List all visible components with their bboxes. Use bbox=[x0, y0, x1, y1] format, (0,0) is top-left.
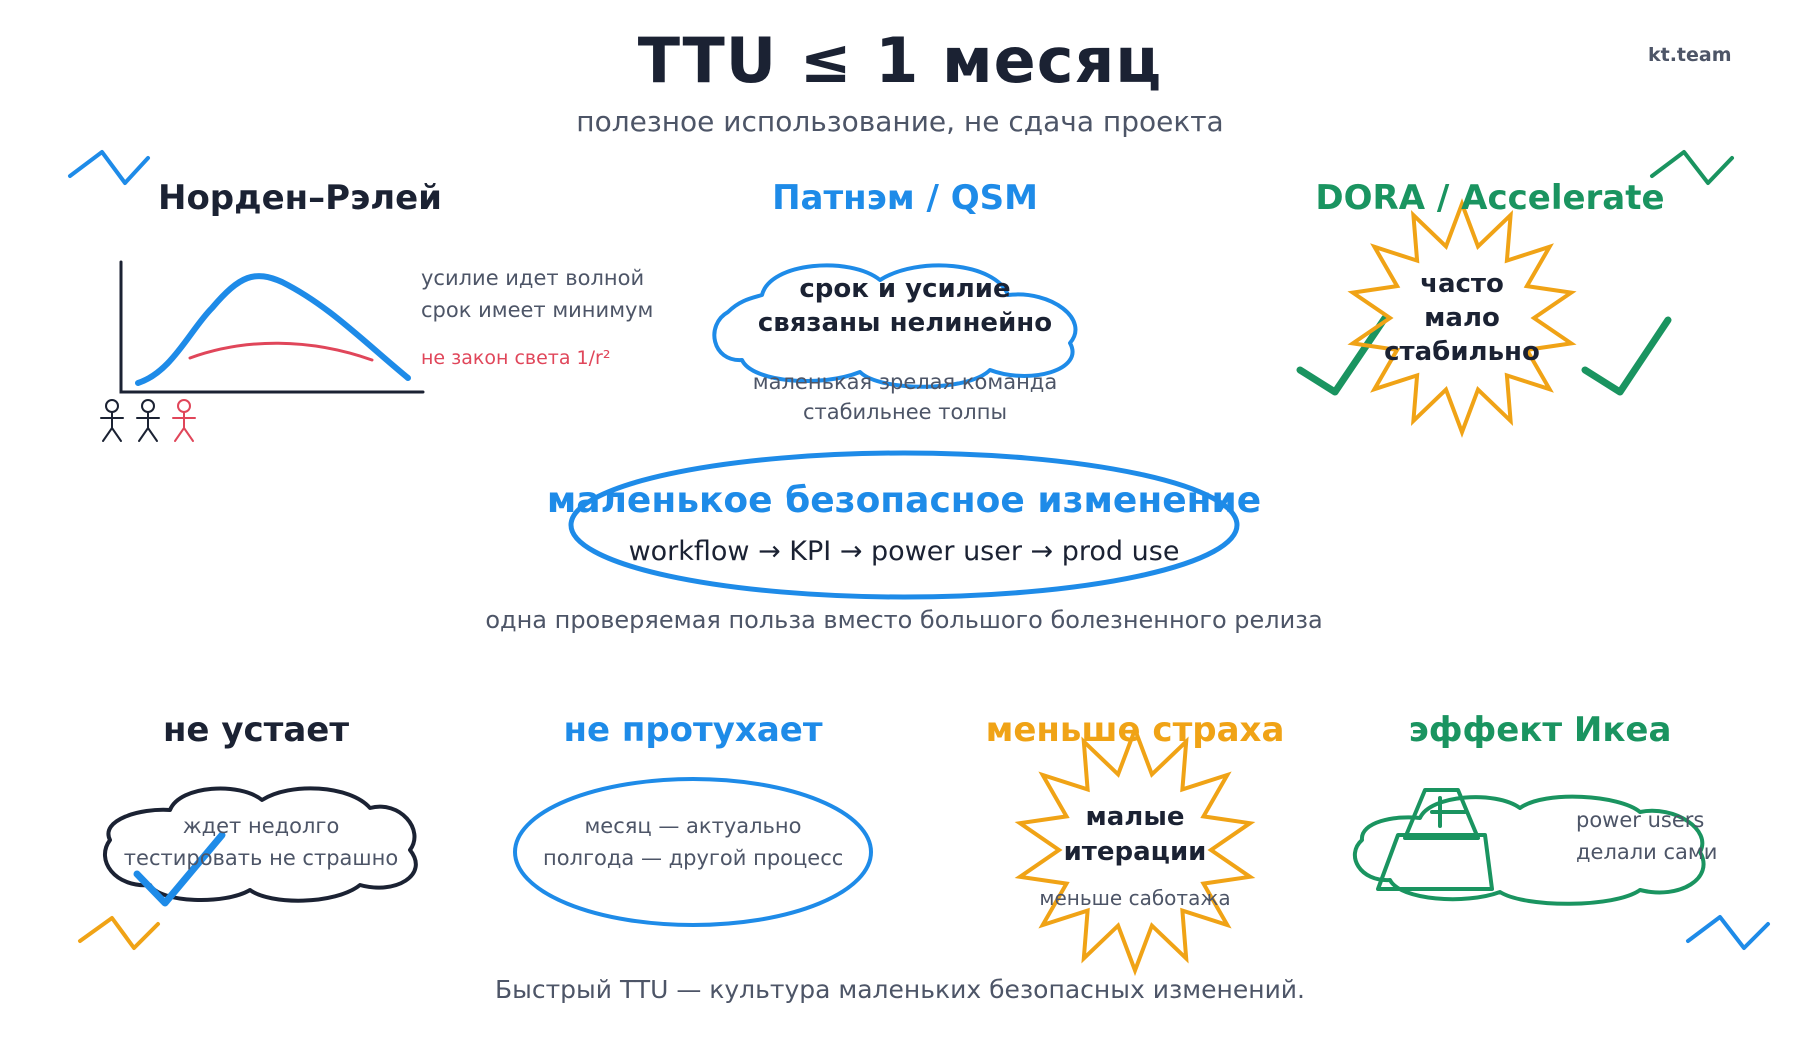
ikea-cloud-shape bbox=[1352, 794, 1706, 906]
putnam-note-line1: маленькая зрелая команда bbox=[752, 370, 1058, 394]
fear-star-line1: малые bbox=[1085, 802, 1185, 832]
rayleigh-chart-icon bbox=[119, 260, 425, 394]
norden-heading: Норден–Рэлей bbox=[157, 178, 443, 218]
fear-star-line2: итерации bbox=[1063, 837, 1207, 867]
center-ellipse-shape bbox=[568, 450, 1240, 600]
ikea-furniture-icon bbox=[1376, 788, 1494, 891]
stale-line1: месяц — актуально bbox=[584, 814, 802, 838]
brand-logo: kt.team bbox=[1648, 44, 1732, 66]
fear-starburst-shape bbox=[1014, 723, 1256, 977]
ikea-line2: делали сами bbox=[1576, 840, 1718, 864]
dora-star-line2: мало bbox=[1424, 303, 1500, 333]
tired-line2: тестировать не страшно bbox=[123, 846, 399, 870]
ikea-heading: эффект Икеа bbox=[1408, 710, 1672, 750]
footer-text: Быстрый TTU — культура маленьких безопас… bbox=[494, 975, 1306, 1004]
fear-note: меньше саботажа bbox=[1039, 886, 1231, 910]
zigzag-top-right-icon bbox=[1650, 150, 1734, 185]
stale-heading: не протухает bbox=[563, 710, 823, 750]
putnam-cloud-line1: срок и усилие bbox=[799, 274, 1011, 304]
center-note: одна проверяемая польза вместо большого … bbox=[485, 606, 1323, 634]
tired-cloud-shape bbox=[103, 786, 418, 903]
fear-heading: меньше страха bbox=[985, 710, 1285, 750]
stale-ellipse-shape bbox=[513, 777, 873, 927]
putnam-heading: Патнэм / QSM bbox=[772, 178, 1038, 218]
checkmark-blue-icon bbox=[133, 831, 226, 907]
dora-heading: DORA / Accelerate bbox=[1315, 178, 1665, 218]
page-title: TTU ≤ 1 месяц bbox=[637, 24, 1163, 97]
norden-note-line2: срок имеет минимум bbox=[421, 298, 654, 322]
dora-star-line3: стабильно bbox=[1384, 337, 1540, 367]
zigzag-bottom-left-icon bbox=[78, 916, 160, 950]
norden-note-line1: усилие идет волной bbox=[421, 266, 645, 290]
putnam-cloud-line2: связаны нелинейно bbox=[757, 308, 1053, 338]
checkmark-right-icon bbox=[1581, 316, 1672, 396]
putnam-note-line2: стабильнее толпы bbox=[802, 400, 1008, 424]
checkmark-left-icon bbox=[1296, 314, 1389, 396]
tired-heading: не устает bbox=[162, 710, 350, 750]
zigzag-bottom-right-icon bbox=[1686, 915, 1770, 950]
center-heading: маленькое безопасное изменение bbox=[546, 480, 1262, 521]
team-figures-icon bbox=[100, 399, 196, 442]
putnam-cloud-shape bbox=[712, 263, 1078, 389]
dora-star-line1: часто bbox=[1420, 269, 1504, 299]
zigzag-top-left-icon bbox=[68, 150, 150, 185]
dora-starburst-shape bbox=[1347, 198, 1577, 438]
norden-red-note: не закон света 1/r² bbox=[421, 347, 611, 369]
stale-line2: полгода — другой процесс bbox=[543, 846, 844, 870]
center-flow: workflow → KPI → power user → prod use bbox=[628, 536, 1180, 567]
page-subtitle: полезное использование, не сдача проекта bbox=[576, 105, 1224, 138]
ikea-line1: power users bbox=[1576, 808, 1705, 832]
tired-line1: ждет недолго bbox=[182, 814, 340, 838]
